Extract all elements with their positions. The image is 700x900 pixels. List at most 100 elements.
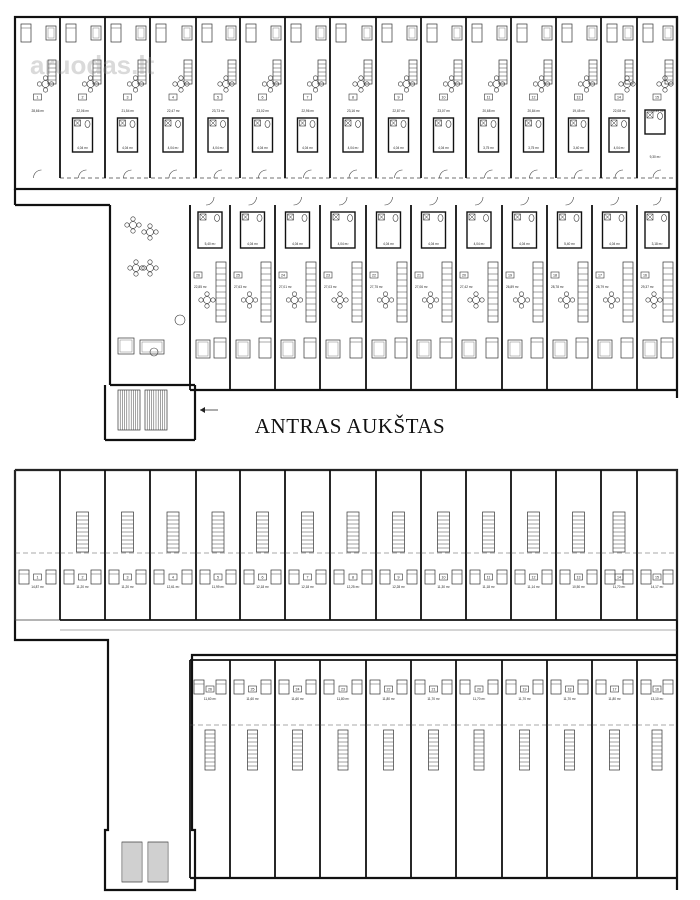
bed	[213, 337, 227, 359]
shower-tray	[344, 119, 352, 127]
room-number-label: 26	[196, 274, 200, 278]
furniture-chair	[312, 75, 318, 81]
wall-line	[480, 119, 487, 127]
bed	[233, 679, 245, 695]
furniture-chair	[662, 87, 668, 93]
sofa-cushion	[327, 341, 339, 357]
sofa	[225, 25, 237, 41]
wall-line	[164, 119, 172, 127]
room-area-label: 11,60 m²	[204, 697, 216, 701]
wall-line	[199, 213, 207, 221]
room-number-box	[78, 573, 87, 581]
room-area-label: 19,45 m²	[573, 109, 586, 113]
room-number-label: 26	[208, 688, 212, 692]
bed	[496, 569, 508, 585]
wall-line	[209, 119, 217, 127]
room-area-label: 21,54 m²	[122, 109, 135, 113]
furniture-chair	[261, 81, 267, 87]
wall-line	[242, 213, 249, 221]
furniture-chair	[532, 81, 538, 87]
sofa	[406, 25, 418, 41]
shower-tray	[332, 213, 340, 221]
room-number-box	[233, 271, 243, 279]
room-area-label: 27,01 m²	[279, 285, 292, 289]
toilet	[621, 120, 627, 128]
wall-line	[119, 119, 126, 127]
room-area-label: 29,37 m²	[641, 285, 654, 289]
door-swing	[213, 169, 223, 179]
door-swing	[258, 169, 267, 179]
toilet	[264, 120, 271, 128]
bathroom	[601, 211, 628, 249]
room-area-label: 11,60 m²	[291, 697, 303, 701]
furniture-chair	[403, 75, 409, 81]
room-number-box	[258, 573, 267, 581]
furniture-chair	[88, 87, 94, 93]
round-table	[381, 296, 390, 304]
toilet	[490, 120, 497, 128]
room-area-label: 22,08 m²	[613, 109, 626, 113]
bed	[439, 337, 453, 359]
room-area-label: 11,70 m²	[563, 697, 575, 701]
watermark-logo: aruodas.lt	[30, 50, 155, 80]
sofa-cushion	[498, 27, 506, 39]
room-number-box	[574, 573, 583, 581]
room-number-label: 22	[372, 274, 376, 278]
room-area-label: 10,50 m²	[572, 585, 585, 589]
room-number-label: 12	[532, 576, 536, 580]
sofa	[325, 339, 341, 359]
bed	[260, 679, 272, 695]
door-swing	[303, 169, 312, 179]
shower-tray	[610, 119, 618, 127]
furniture-chair	[253, 297, 259, 303]
room-area-label: 26,89 m²	[506, 285, 519, 289]
furniture-chair	[524, 297, 530, 303]
room-number-label: 14	[617, 576, 621, 580]
wall-line	[646, 213, 654, 221]
furniture-chair	[382, 291, 388, 297]
sofa	[642, 339, 658, 359]
room-number-box	[474, 685, 484, 693]
wall-line	[514, 213, 521, 221]
sofa	[552, 339, 568, 359]
sofa	[117, 337, 135, 355]
room-number-label: 8	[352, 96, 354, 100]
sofa	[451, 25, 463, 41]
bed	[532, 679, 544, 695]
room-number-box	[565, 685, 574, 693]
bed	[561, 23, 573, 43]
furniture-chair	[608, 303, 614, 309]
bathroom	[511, 211, 538, 249]
bed	[349, 337, 363, 359]
sofa-cushion	[373, 341, 385, 357]
bed	[514, 569, 526, 585]
bed	[577, 679, 589, 695]
toilet	[657, 112, 663, 120]
bed	[225, 569, 237, 585]
furniture-chair	[204, 291, 210, 297]
furniture-chair	[141, 229, 147, 235]
bathroom-area-label: 3,40 m²	[573, 146, 584, 150]
bed	[243, 569, 255, 585]
bed	[471, 23, 483, 43]
room-number-box	[303, 93, 312, 101]
furniture-chair	[376, 297, 382, 303]
room-number-label: 25	[236, 274, 240, 278]
room-number-label: 5	[217, 96, 219, 100]
furniture-chair	[645, 297, 651, 303]
plant	[174, 314, 186, 326]
room-number-label: 10	[442, 96, 446, 100]
sofa-cushion	[463, 341, 475, 357]
room-area-label: 23,07 m²	[438, 109, 451, 113]
room-area-label: 23,02 m²	[257, 109, 270, 113]
room-area-label: 27,06 m²	[415, 285, 428, 289]
sofa-cushion	[237, 341, 249, 357]
door-swing	[610, 196, 619, 206]
room-number-label: 22	[387, 688, 391, 692]
furniture-chair	[382, 303, 388, 309]
bathroom	[375, 211, 402, 249]
bed	[181, 569, 193, 585]
bed	[485, 337, 499, 359]
sofa	[507, 339, 523, 359]
furniture-chair	[127, 81, 133, 87]
